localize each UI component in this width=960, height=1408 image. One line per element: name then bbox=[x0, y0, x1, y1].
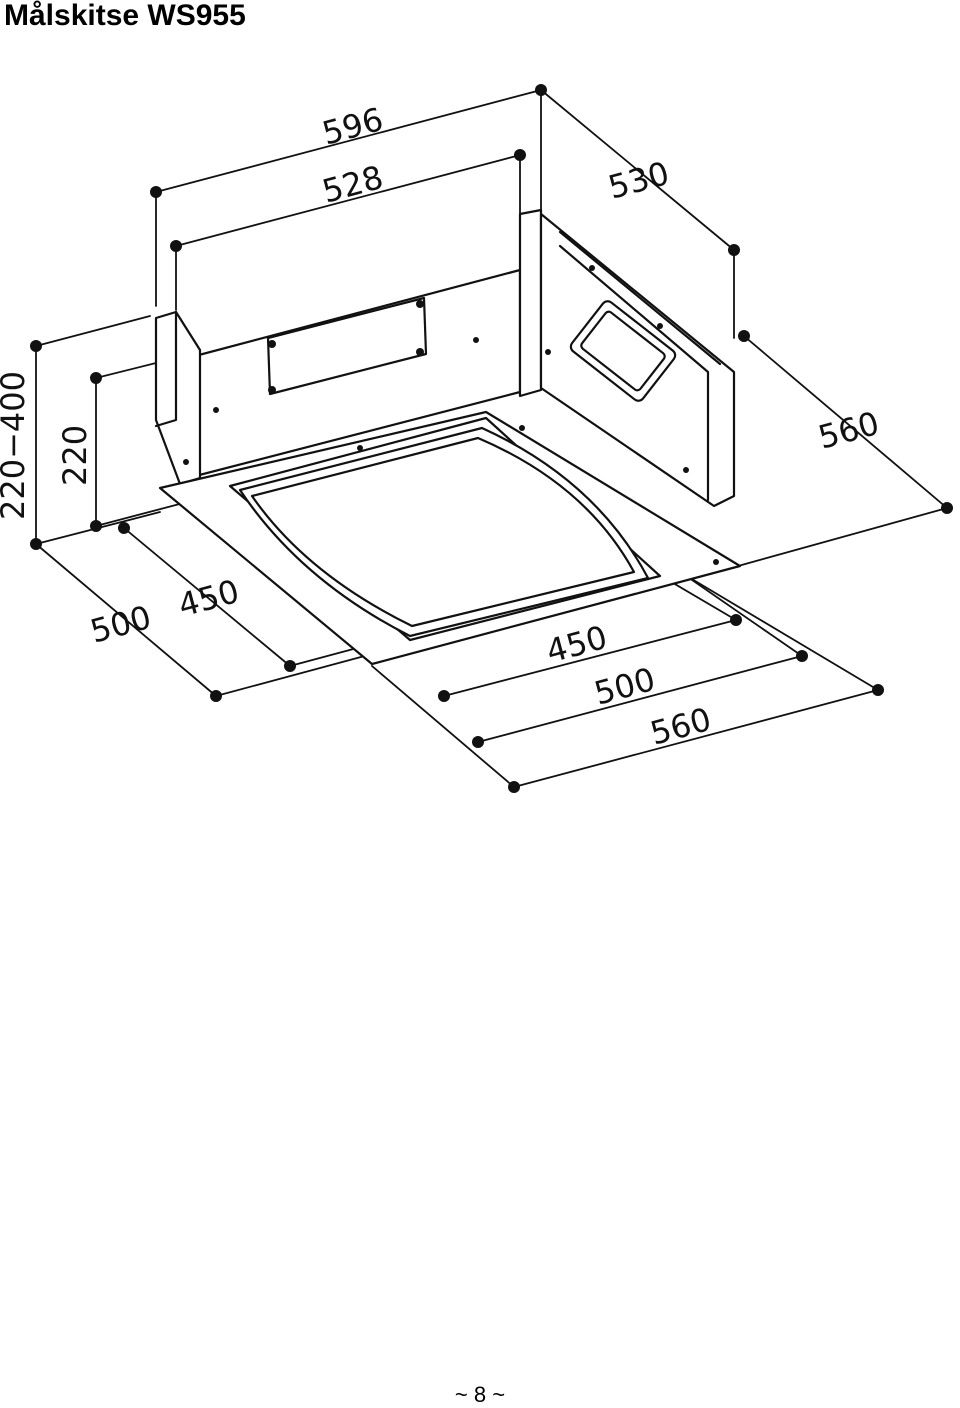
hood-body bbox=[154, 208, 736, 508]
dim-label-450-left: 450 bbox=[174, 572, 243, 625]
dim-label-500-bottom: 500 bbox=[590, 660, 659, 713]
dim-label-528: 528 bbox=[318, 158, 387, 211]
dim-label-500-left: 500 bbox=[86, 598, 155, 651]
dim-label-560-right: 560 bbox=[814, 404, 883, 457]
dim-label-596: 596 bbox=[318, 100, 387, 153]
dimension-dots bbox=[30, 84, 953, 793]
page-title: Målskitse WS955 bbox=[4, 0, 246, 32]
dim-label-220-400: 220−400 bbox=[0, 371, 32, 520]
holes bbox=[183, 265, 719, 565]
dim-label-220: 220 bbox=[56, 425, 94, 486]
page-number: ~ 8 ~ bbox=[454, 1382, 506, 1407]
bottom-plate bbox=[158, 410, 742, 666]
dim-label-530: 530 bbox=[604, 154, 673, 207]
dim-label-450-bottom: 450 bbox=[542, 618, 611, 671]
dim-label-560-bottom: 560 bbox=[646, 700, 715, 753]
